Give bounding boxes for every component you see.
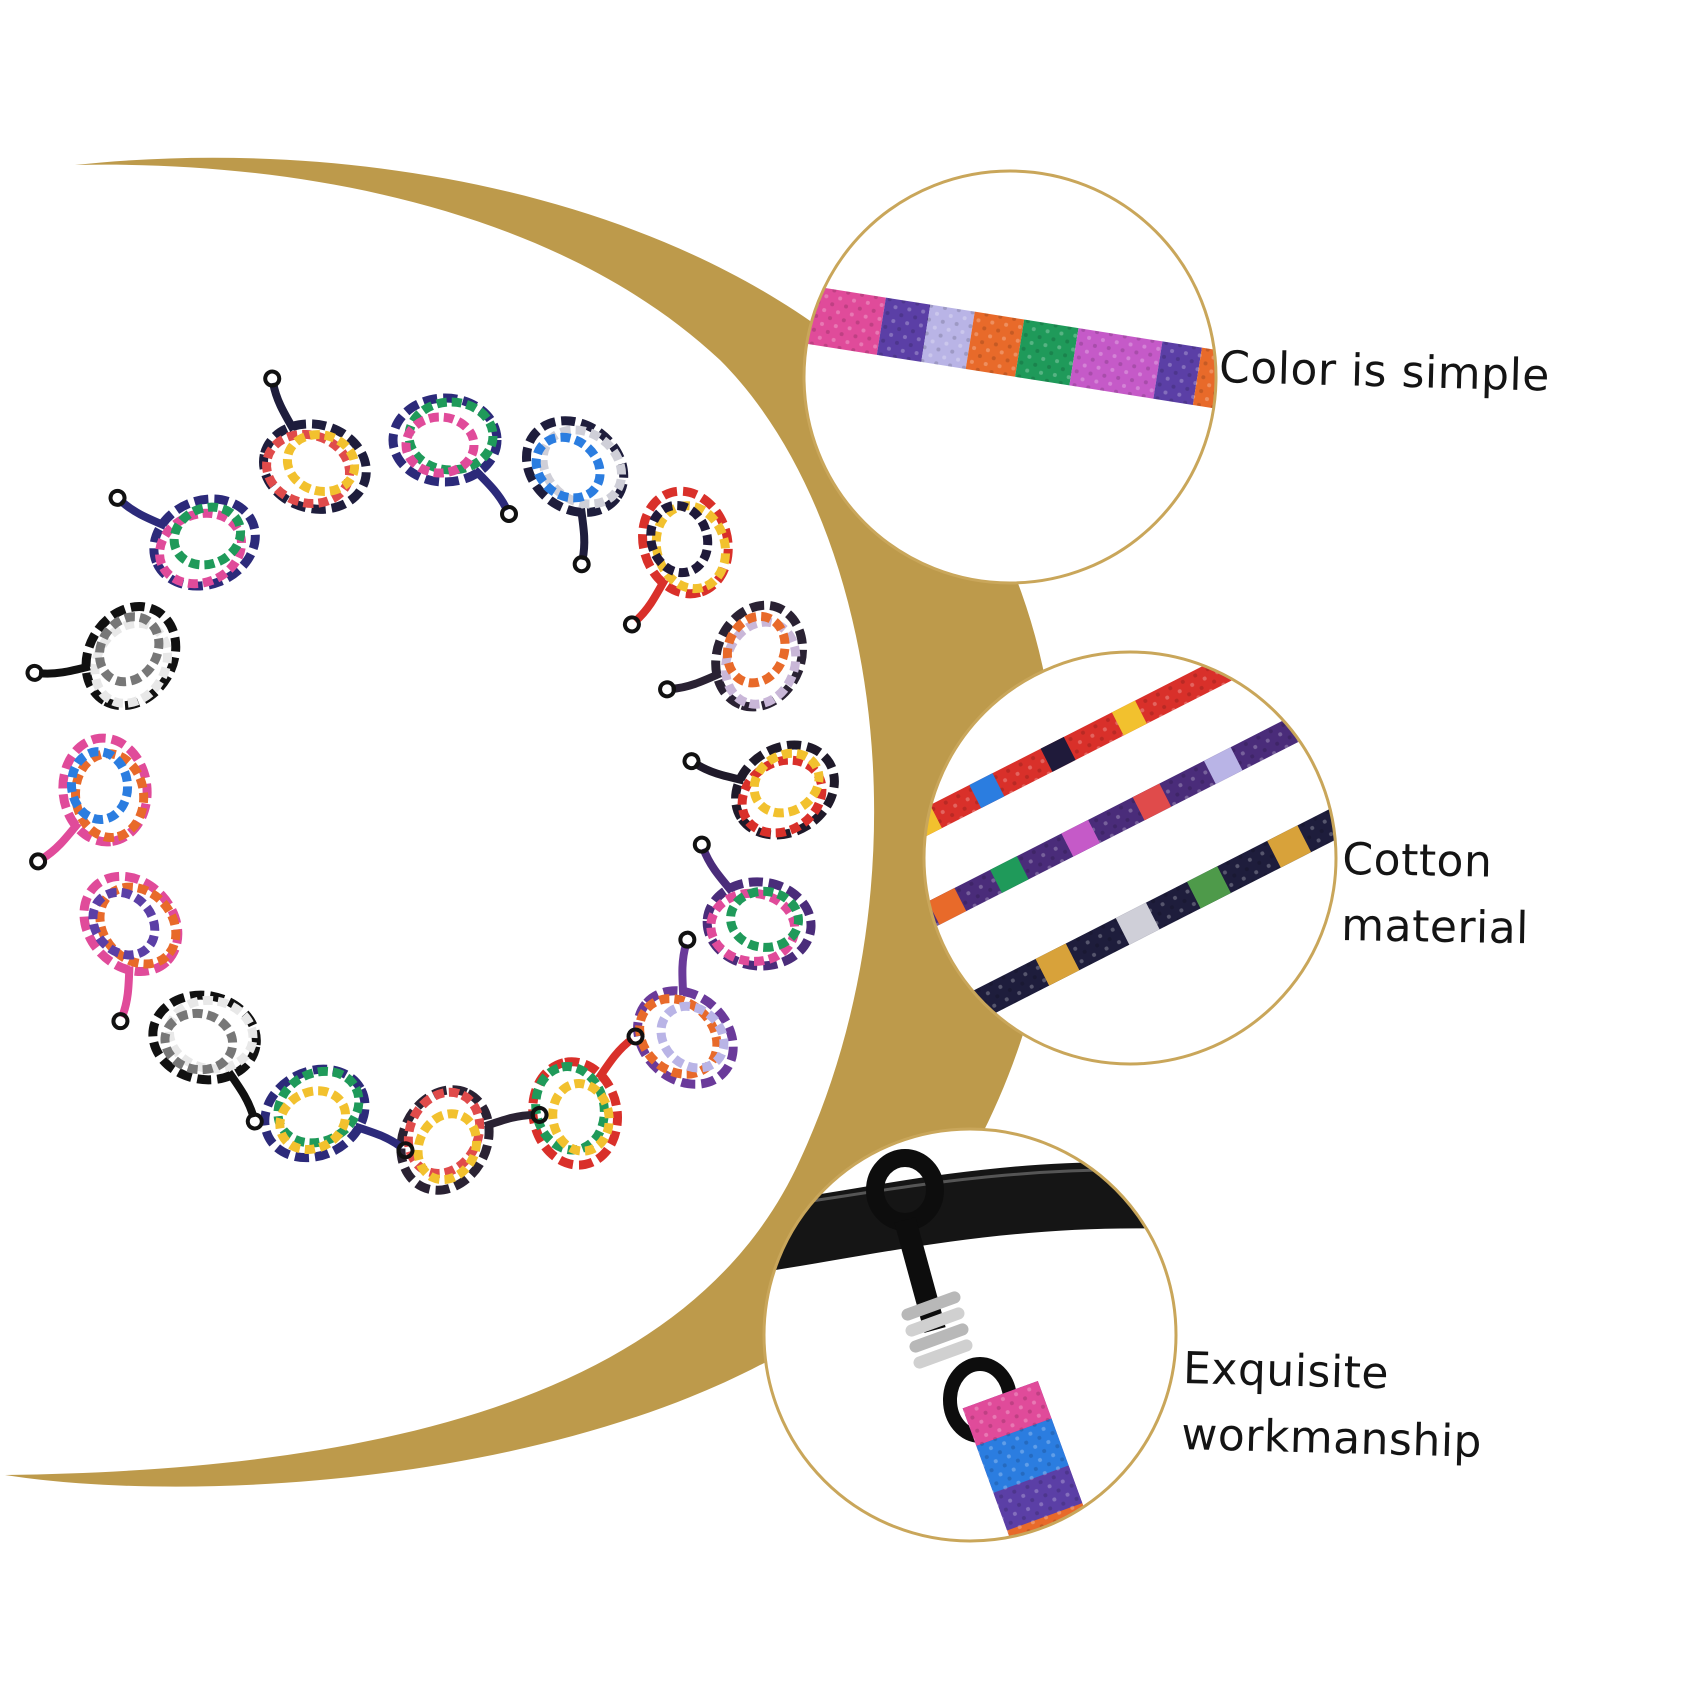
cord-closeup-three-strands-icon (924, 652, 1336, 1032)
coiled-lanyard-icon (692, 835, 816, 971)
feature-label-line: Exquisite (1182, 1342, 1390, 1400)
feature-label-line: Cotton (1341, 833, 1493, 888)
feature-label-color: Color is simple (1218, 335, 1550, 410)
feature-label-line: workmanship (1180, 1408, 1483, 1468)
feature-circle-workmanship (762, 1127, 1178, 1543)
coiled-lanyard-icon (108, 488, 260, 591)
coiled-lanyard-icon (79, 871, 183, 1031)
coiled-lanyard-icon (521, 416, 629, 574)
coiled-lanyard-icon (528, 1027, 645, 1170)
spring-coil-icon (901, 1291, 973, 1369)
feature-label-workmanship: Exquisite workmanship (1181, 1336, 1485, 1476)
coiled-lanyard-icon (622, 486, 733, 634)
cord-closeup-pattern-icon (804, 282, 1216, 420)
coiled-lanyard-icon (25, 602, 181, 711)
coiled-lanyard-icon (259, 369, 371, 514)
feature-label-line: material (1340, 899, 1530, 955)
coiled-lanyard-icon (388, 393, 518, 523)
coiled-lanyard-icon (633, 930, 738, 1089)
feature-label-cotton: Cotton material (1341, 827, 1531, 962)
coiled-lanyard-icon (682, 740, 839, 840)
coiled-lanyard-icon (658, 600, 808, 712)
coiled-lanyard-icon (29, 733, 152, 871)
coiled-lanyard-icon (260, 1064, 415, 1163)
feature-circle-cotton (922, 650, 1338, 1066)
feature-label-line: Color is simple (1218, 341, 1551, 402)
lanyard-ring (25, 369, 839, 1195)
coiled-lanyard-icon (148, 990, 264, 1131)
feature-circle-color (802, 169, 1218, 585)
coiled-lanyard-icon (396, 1085, 549, 1195)
